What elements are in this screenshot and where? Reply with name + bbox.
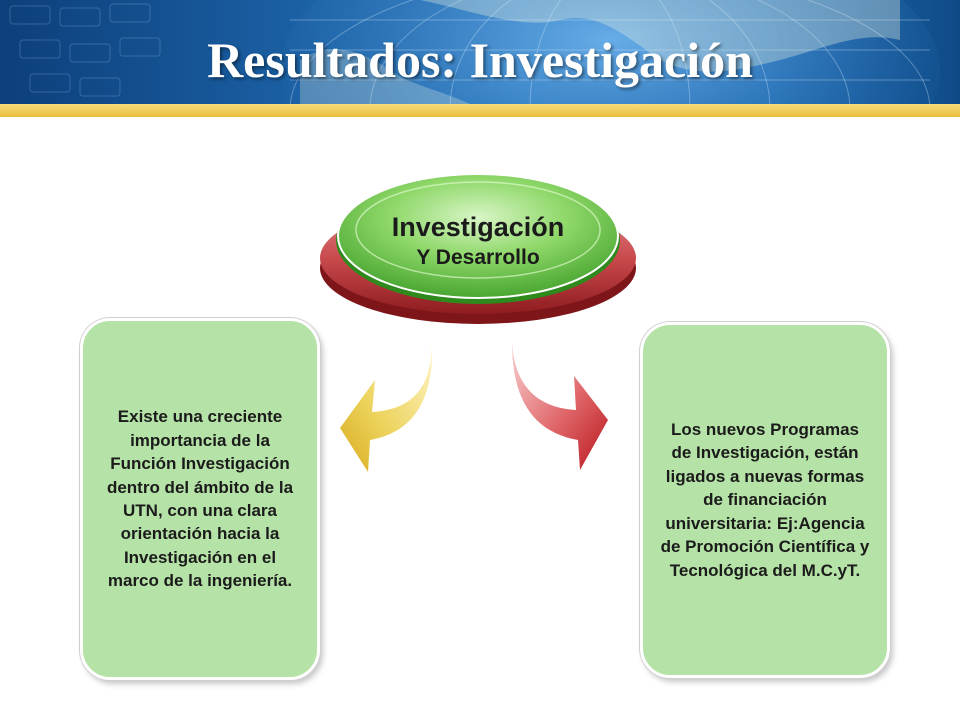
left-box-text: Existe una creciente importancia de la F… (106, 407, 294, 591)
center-node-subtitle: Y Desarrollo (416, 246, 540, 269)
center-node-title: Investigación (391, 212, 565, 242)
right-box-text: Los nuevos Programas de Investigación, e… (660, 420, 870, 580)
header-accent-bar (0, 104, 960, 117)
slide-header: Resultados: Investigación (0, 0, 960, 104)
center-node-shape (320, 173, 636, 324)
globe-background-icon (9, 0, 940, 104)
left-text-box: Existe una creciente importancia de la F… (80, 318, 320, 680)
right-text-box: Los nuevos Programas de Investigación, e… (640, 322, 890, 678)
curved-arrow-down-right-icon (512, 342, 608, 470)
curved-arrow-down-left-icon (340, 342, 433, 472)
center-node-label: Investigación Y Desarrollo (340, 210, 616, 272)
slide-title: Resultados: Investigación (207, 32, 753, 88)
